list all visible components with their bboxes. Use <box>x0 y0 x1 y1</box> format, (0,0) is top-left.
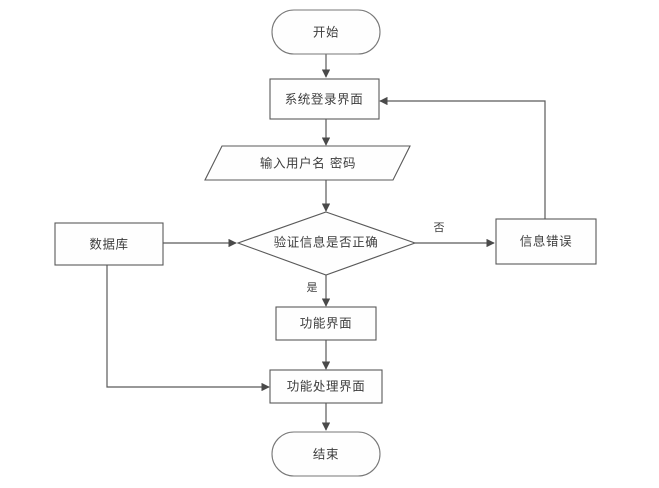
connector-layer <box>106 54 546 431</box>
node-info-error-label: 信息错误 <box>520 234 572 249</box>
node-verify-decision-label: 验证信息是否正确 <box>274 235 379 250</box>
node-function-process-screen-label: 功能处理界面 <box>287 379 366 394</box>
node-verify-decision[interactable]: 验证信息是否正确 <box>236 211 417 276</box>
node-input-credentials[interactable]: 输入用户名 密码 <box>204 145 411 181</box>
node-function-screen[interactable]: 功能界面 <box>275 306 377 341</box>
node-login-screen-label: 系统登录界面 <box>285 92 364 107</box>
node-start[interactable]: 开始 <box>271 9 381 55</box>
edge-label-yes: 是 <box>307 281 318 294</box>
node-database[interactable]: 数据库 <box>54 222 164 266</box>
node-start-label: 开始 <box>313 25 339 40</box>
edge-database-to-process <box>106 265 270 392</box>
edge-label-no: 否 <box>434 221 445 234</box>
node-function-screen-label: 功能界面 <box>300 316 352 331</box>
node-end-label: 结束 <box>313 447 339 462</box>
node-end[interactable]: 结束 <box>271 431 381 477</box>
node-input-credentials-label: 输入用户名 密码 <box>260 156 356 171</box>
edge-error-to-login <box>379 96 546 219</box>
node-database-label: 数据库 <box>89 237 128 252</box>
node-function-process-screen[interactable]: 功能处理界面 <box>269 369 383 404</box>
node-info-error[interactable]: 信息错误 <box>495 218 597 265</box>
node-login-screen[interactable]: 系统登录界面 <box>269 78 380 120</box>
